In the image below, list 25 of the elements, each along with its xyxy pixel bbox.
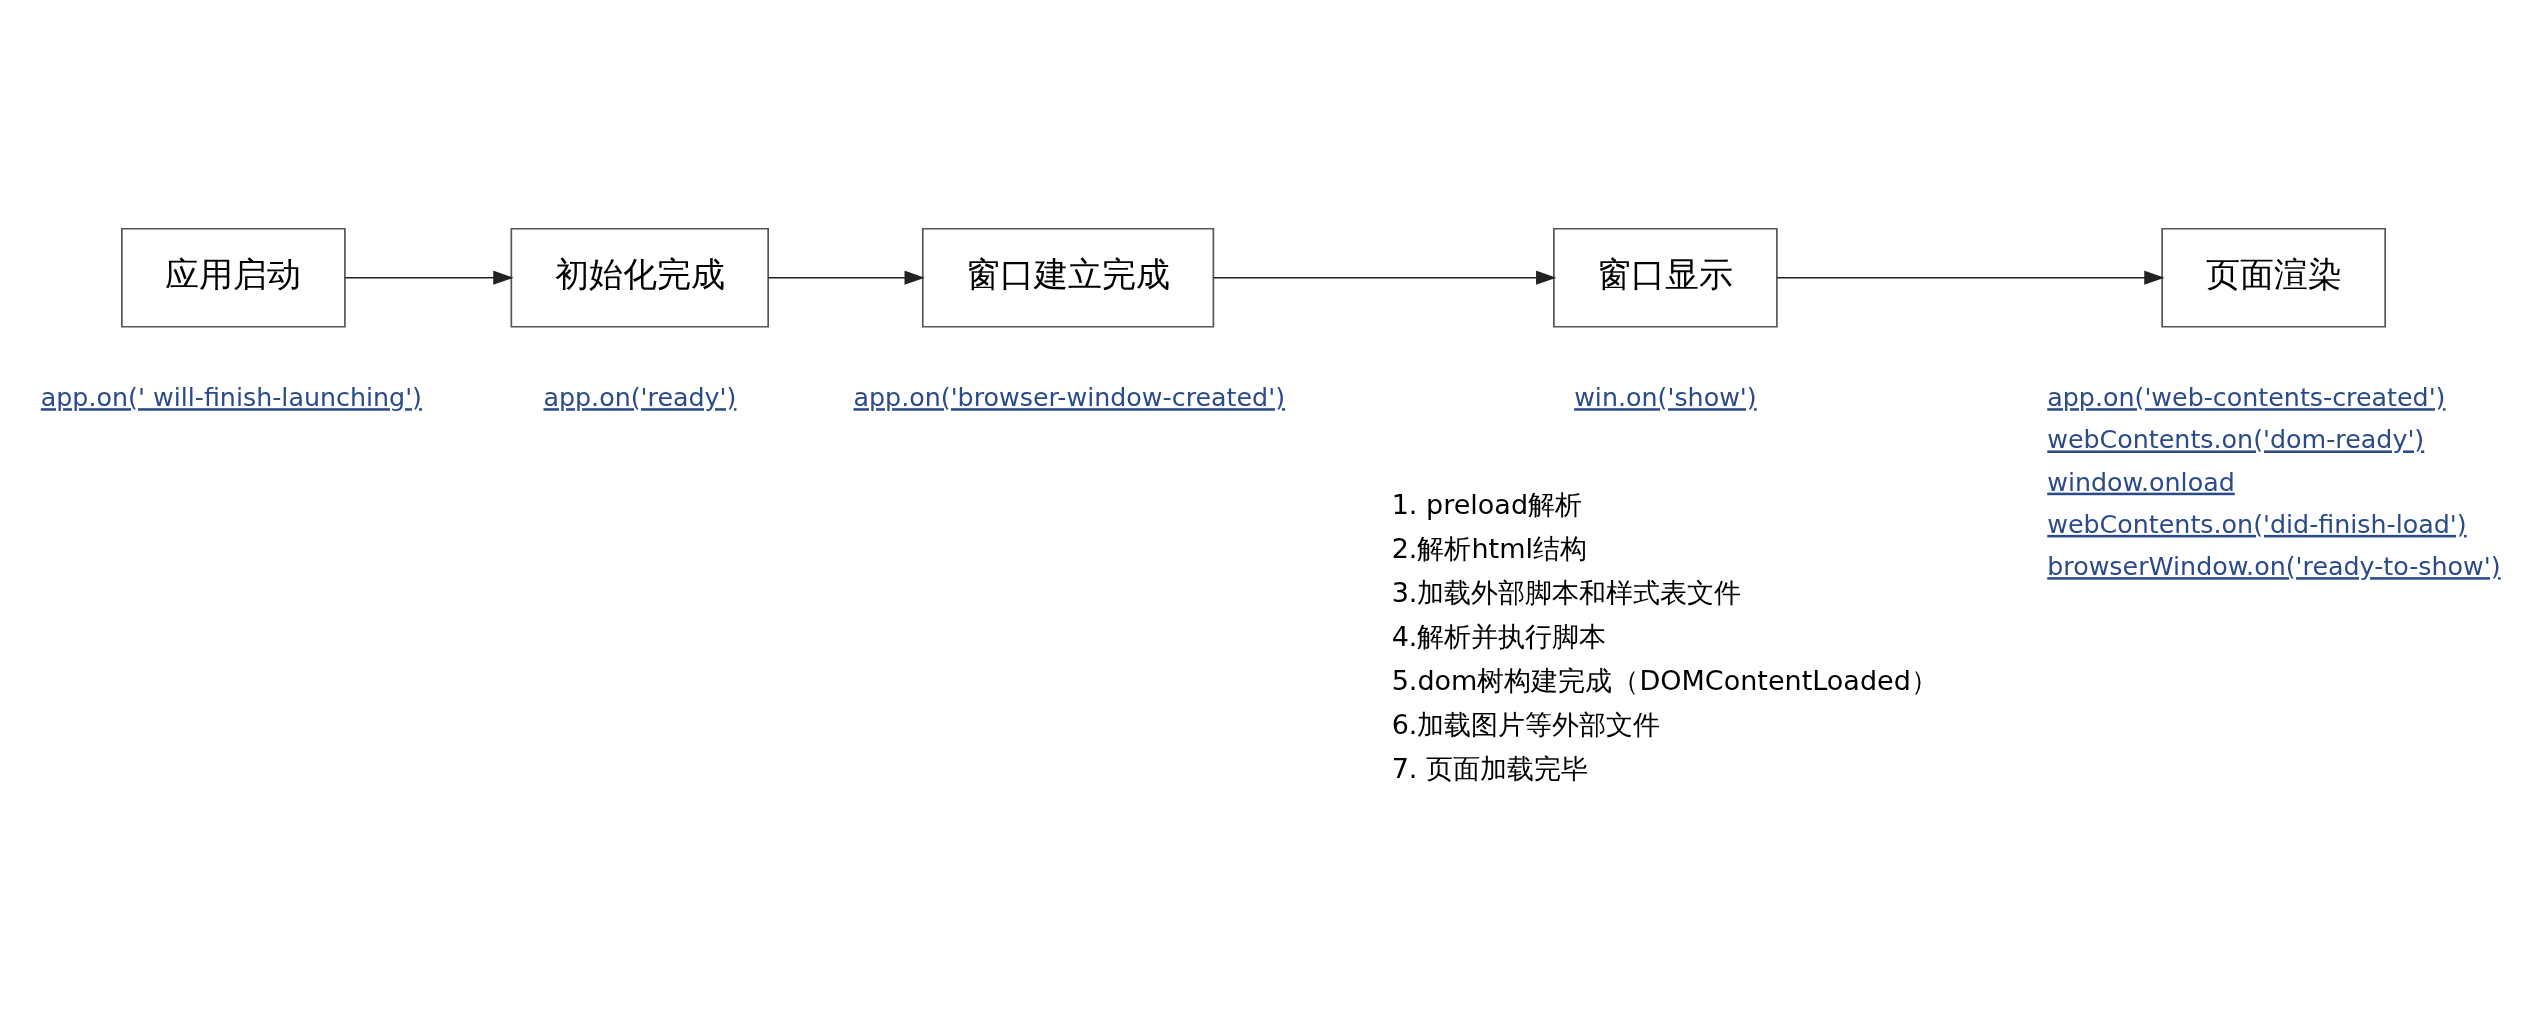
label: 7. 页面加载完毕	[1391, 752, 1589, 784]
node-label: win.on('show')	[1574, 382, 1757, 413]
arrow	[344, 270, 514, 285]
label: 6.加载图片等外部文件	[1391, 708, 1661, 740]
arrow	[1212, 270, 1557, 285]
node-label: app.on(' will-finish-launching')	[40, 382, 423, 413]
label: 5.dom树构建完成（DOMContentLoaded）	[1391, 664, 1938, 696]
node-box: 窗口显示	[1553, 227, 1778, 328]
node-label: webContents.on('dom-ready')	[2047, 424, 2425, 455]
label: 2.解析html结构	[1391, 532, 1587, 564]
node-label: app.on('ready')	[543, 382, 737, 413]
node-label: app.on('web-contents-created')	[2047, 382, 2446, 413]
label: 3.加载外部脚本和样式表文件	[1391, 576, 1742, 608]
node-box: 应用启动	[121, 227, 346, 328]
label: 1. preload解析	[1391, 488, 1583, 520]
arrow	[767, 270, 925, 285]
node-box: 窗口建立完成	[921, 227, 1215, 328]
node-box: 初始化完成	[510, 227, 769, 328]
node-label: app.on('browser-window-created')	[853, 382, 1286, 413]
node-box: 页面渲染	[2161, 227, 2386, 328]
node-label: browserWindow.on('ready-to-show')	[2047, 551, 2501, 582]
node-label: webContents.on('did-finish-load')	[2047, 508, 2467, 539]
node-label: window.onload	[2047, 466, 2235, 497]
label: 4.解析并执行脚本	[1391, 620, 1607, 652]
arrow	[1776, 270, 2165, 285]
